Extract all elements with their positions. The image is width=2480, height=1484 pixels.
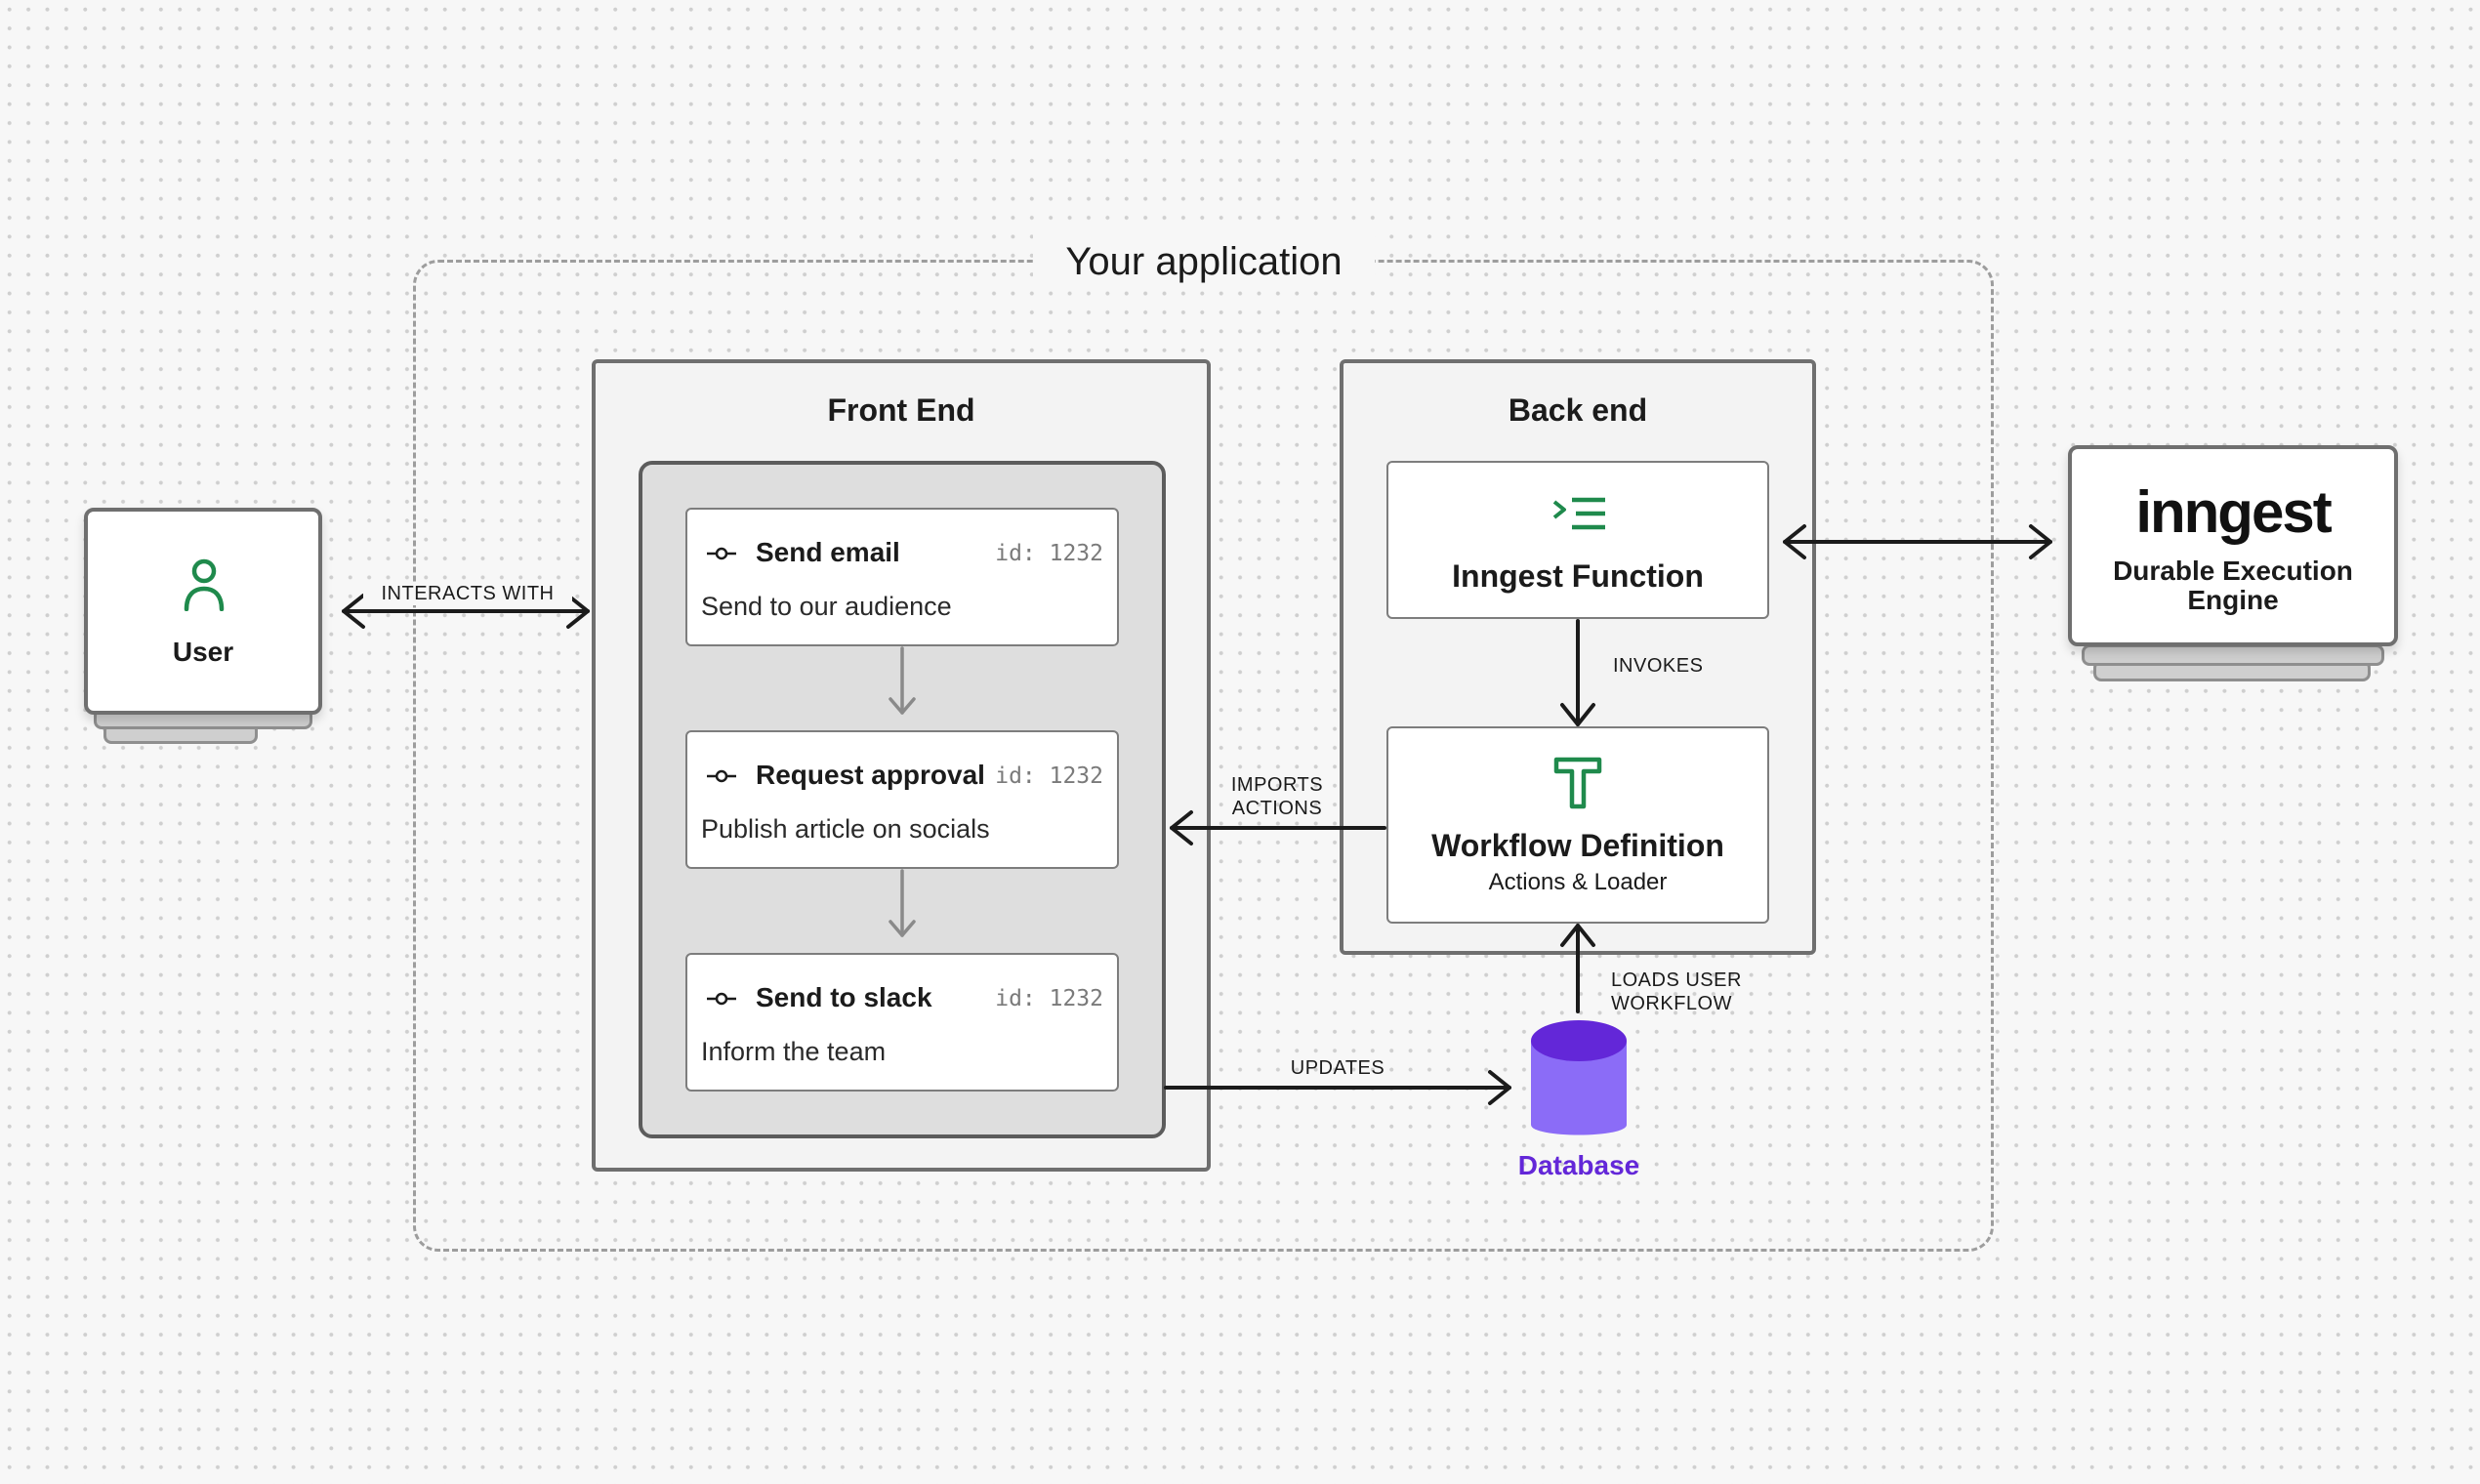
step-title: Send to slack: [756, 982, 932, 1012]
user-icon: [184, 558, 225, 611]
workflow-t-icon: [1553, 757, 1602, 809]
back-end-title: Back end: [1508, 392, 1648, 428]
workflow-definition-card[interactable]: Workflow Definition Actions & Loader: [1386, 726, 1769, 924]
imports-actions-label-line-1: IMPORTS: [1230, 774, 1324, 796]
user-label: User: [172, 637, 234, 667]
workflow-definition-title: Workflow Definition: [1431, 828, 1724, 863]
database-label: Database: [1517, 1150, 1640, 1180]
step-description: Publish article on socials: [701, 814, 990, 844]
inngest-engine-node[interactable]: inngest Durable Execution Engine: [2068, 445, 2398, 646]
step-card-send-email[interactable]: Send email id: 1232 Send to our audience: [685, 508, 1119, 646]
workflow-definition-subtitle: Actions & Loader: [1488, 869, 1668, 895]
step-card-request-approval[interactable]: Request approval id: 1232 Publish articl…: [685, 730, 1119, 869]
inngest-logo: inngest: [2135, 479, 2332, 545]
database-icon[interactable]: [1525, 1017, 1633, 1150]
application-title: Your application: [1033, 232, 1375, 291]
step-id: id: 1232: [995, 986, 1103, 1011]
inngest-function-card[interactable]: Inngest Function: [1386, 461, 1769, 619]
step-id: id: 1232: [995, 541, 1103, 566]
step-title: Send email: [756, 537, 900, 567]
inngest-function-title: Inngest Function: [1452, 558, 1704, 594]
commit-icon: [707, 769, 736, 783]
engine-description: Durable Execution Engine: [2113, 556, 2353, 615]
loads-user-workflow-label-line-1: LOADS USER: [1611, 969, 1742, 991]
commit-icon: [707, 547, 736, 560]
step-title: Request approval: [756, 760, 985, 790]
imports-actions-label-line-2: ACTIONS: [1231, 798, 1323, 819]
step-description: Inform the team: [701, 1037, 887, 1066]
arrowhead-left: [342, 594, 365, 629]
updates-label: UPDATES: [1290, 1057, 1385, 1079]
interacts-with-label: INTERACTS WITH: [363, 582, 572, 605]
front-end-title: Front End: [827, 392, 975, 428]
commit-icon: [707, 992, 736, 1006]
invokes-label: INVOKES: [1613, 655, 1704, 677]
step-card-send-to-slack[interactable]: Send to slack id: 1232 Inform the team: [685, 953, 1119, 1092]
function-list-icon: [1552, 497, 1605, 530]
loads-user-workflow-label-line-2: WORKFLOW: [1611, 993, 1732, 1014]
step-description: Send to our audience: [701, 592, 952, 621]
user-node[interactable]: User: [84, 508, 322, 715]
arrowhead-right: [2029, 524, 2052, 559]
engine-stack-layer-1: [2082, 644, 2384, 666]
step-id: id: 1232: [995, 763, 1103, 789]
